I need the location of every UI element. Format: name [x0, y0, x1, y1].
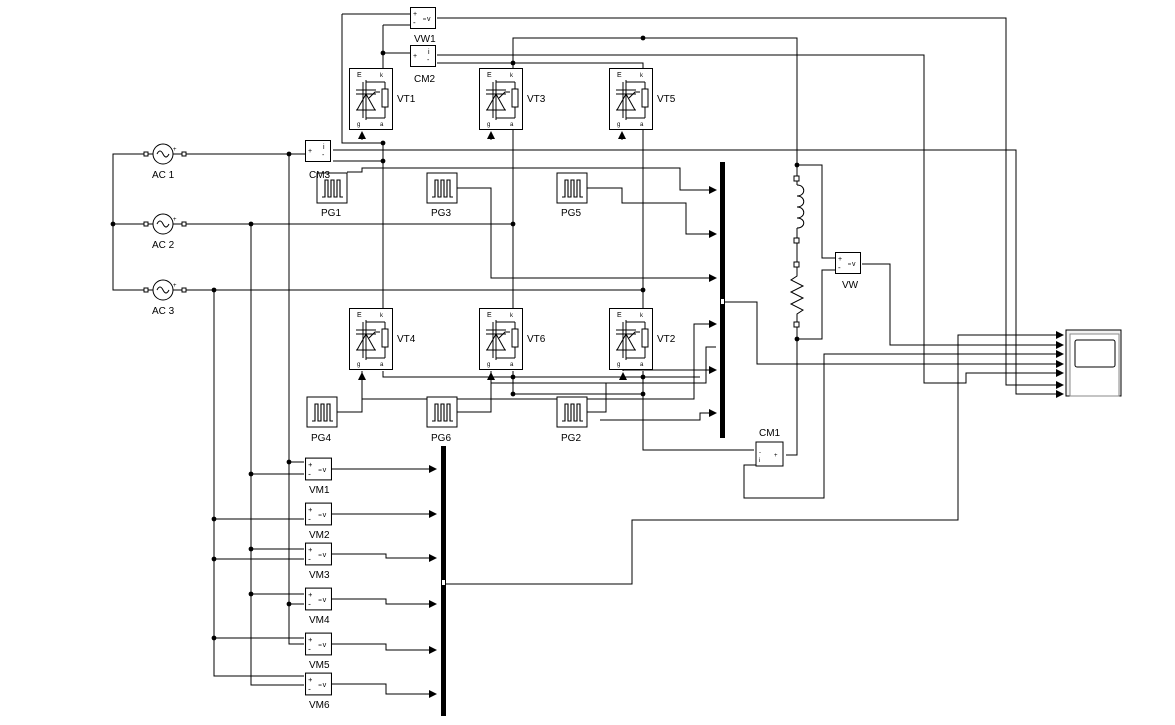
thyristor-vt4-label: VT4 — [397, 334, 416, 345]
pulse-generator-pg1-label: PG1 — [321, 208, 341, 219]
thyristor-vt6-label: VT6 — [527, 334, 546, 345]
voltage-meter-vm6[interactable]: VM6 — [305, 672, 332, 711]
voltage-meter-vm2[interactable]: VM2 — [305, 502, 332, 541]
pulse-generator-pg3-label: PG3 — [431, 208, 451, 219]
voltage-meter-vm3[interactable]: VM3 — [305, 542, 332, 581]
current-meter-cm2[interactable]: CM2 — [410, 45, 436, 86]
thyristor-vt6[interactable]: VT6 — [479, 308, 546, 370]
voltage-meter-vw1[interactable]: VW1 — [410, 7, 437, 46]
current-meter-cm1-label: CM1 — [759, 428, 781, 439]
voltage-meter-vm5[interactable]: VM5 — [305, 632, 332, 671]
thyristor-vt2[interactable]: VT2 — [609, 308, 676, 370]
thyristor-vt3-label: VT3 — [527, 94, 546, 105]
svg-text:+: + — [173, 147, 177, 153]
voltage-meter-vm3-label: VM3 — [309, 570, 330, 581]
voltage-meter-vm4-label: VM4 — [309, 615, 330, 626]
pulse-generator-pg2[interactable]: PG2 — [556, 396, 588, 444]
ac-source-1[interactable]: + AC 1 — [143, 143, 187, 181]
current-meter-cm3-label: CM3 — [309, 170, 331, 181]
voltage-meter-vm1[interactable]: VM1 — [305, 457, 332, 496]
pulse-generator-pg1[interactable]: PG1 — [316, 172, 348, 219]
voltage-signal-bus[interactable] — [441, 446, 446, 716]
pulse-generator-pg5-label: PG5 — [561, 208, 581, 219]
gate-signal-bus[interactable] — [720, 162, 725, 438]
thyristor-vt5[interactable]: VT5 — [609, 68, 676, 130]
load-resistor[interactable] — [789, 261, 805, 328]
pulse-generator-pg4-label: PG4 — [311, 433, 331, 444]
voltage-meter-vw[interactable]: VW — [835, 252, 861, 292]
svg-text:i: i — [759, 458, 760, 464]
current-meter-cm3[interactable]: CM3 — [305, 140, 331, 182]
voltage-meter-vm4[interactable]: VM4 — [305, 587, 332, 626]
svg-text:+: + — [774, 453, 778, 459]
pulse-generator-pg4[interactable]: PG4 — [306, 396, 338, 444]
voltage-meter-vm1-label: VM1 — [309, 485, 330, 496]
scope[interactable] — [1065, 329, 1122, 397]
ac-source-1-label: AC 1 — [152, 170, 175, 181]
load-inductor[interactable] — [793, 175, 805, 244]
voltage-meter-vm6-label: VM6 — [309, 700, 330, 711]
voltage-meter-vw-label: VW — [842, 280, 859, 291]
svg-text:-: - — [759, 450, 761, 456]
current-meter-cm1[interactable]: - i + CM1 — [755, 428, 784, 467]
pulse-generator-pg6-label: PG6 — [431, 433, 451, 444]
thyristor-vt1[interactable]: VT1 — [349, 68, 416, 130]
ac-source-3-label: AC 3 — [152, 306, 175, 317]
thyristor-vt1-label: VT1 — [397, 94, 416, 105]
voltage-meter-vm5-label: VM5 — [309, 660, 330, 671]
voltage-meter-vm2-label: VM2 — [309, 530, 330, 541]
pulse-generator-pg2-label: PG2 — [561, 433, 581, 444]
thyristor-vt5-label: VT5 — [657, 94, 676, 105]
pulse-generator-pg3[interactable]: PG3 — [426, 172, 458, 219]
ac-source-2-label: AC 2 — [152, 240, 175, 251]
pulse-generator-pg5[interactable]: PG5 — [556, 172, 588, 219]
ac-source-3[interactable]: + AC 3 — [143, 279, 187, 317]
current-meter-cm2-label: CM2 — [414, 74, 436, 85]
voltage-meter-vw1-label: VW1 — [414, 34, 436, 45]
thyristor-vt4[interactable]: VT4 — [349, 308, 416, 370]
ac-source-2[interactable]: + AC 2 — [143, 213, 187, 251]
svg-text:+: + — [173, 217, 177, 223]
svg-text:+: + — [173, 283, 177, 289]
thyristor-vt3[interactable]: VT3 — [479, 68, 546, 130]
pulse-generator-pg6[interactable]: PG6 — [426, 396, 458, 444]
thyristor-vt2-label: VT2 — [657, 334, 676, 345]
